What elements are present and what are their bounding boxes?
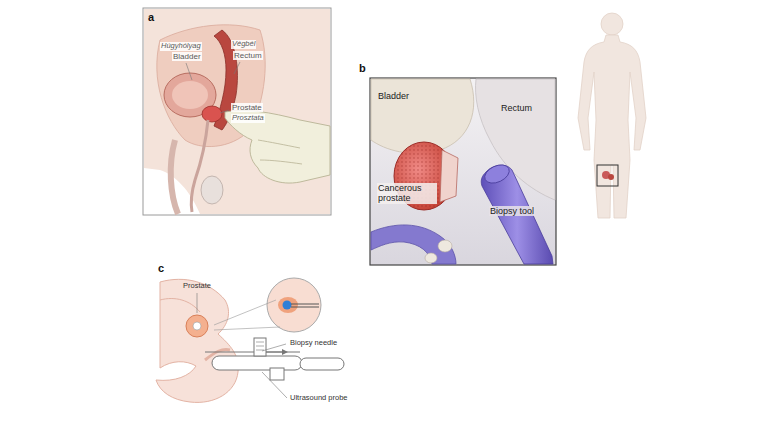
part-label: Húgyhólyag xyxy=(160,42,202,51)
part-label: Bladder xyxy=(172,52,202,61)
panel-letter: c xyxy=(157,262,165,275)
panel-letter: b xyxy=(358,62,367,75)
panel-letter: a xyxy=(147,11,155,24)
part-label: Prostate xyxy=(231,103,263,112)
part-label: Prostate xyxy=(182,282,212,291)
human-figure xyxy=(578,13,646,218)
part-label: Rectum xyxy=(233,51,263,60)
part-label: Bladder xyxy=(377,91,410,101)
part-label: Rectum xyxy=(500,103,533,113)
part-label: Ultrasound probe xyxy=(289,394,349,403)
panel-a xyxy=(143,8,331,215)
part-label: Cancerous prostate xyxy=(377,183,437,204)
part-label: Végbél xyxy=(231,40,256,49)
panel-c xyxy=(156,278,344,402)
part-label: Biopsy needle xyxy=(289,339,338,348)
panel-b xyxy=(370,78,556,265)
part-label: Prosztata xyxy=(231,114,265,123)
part-label: Biopsy tool xyxy=(489,206,535,216)
